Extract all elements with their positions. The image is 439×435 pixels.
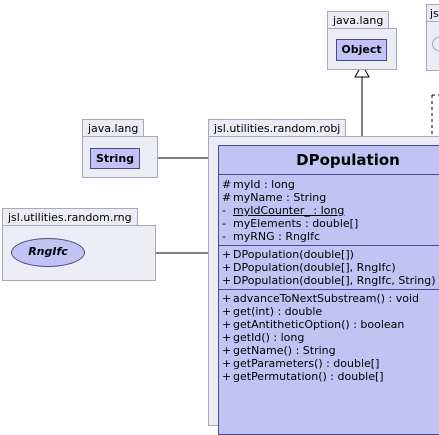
visibility-marker: - xyxy=(222,217,226,230)
attribute-text: myId : long xyxy=(233,178,295,191)
package-tab-partial-right: jsl xyxy=(426,4,439,22)
package-label: java.lang xyxy=(333,14,384,27)
method-text: get(int) : double xyxy=(233,305,323,318)
visibility-marker: + xyxy=(222,357,232,370)
visibility-marker: + xyxy=(222,370,232,383)
package-tab-rng: jsl.utilities.random.rng xyxy=(2,208,138,226)
attribute-text-static: myIdCounter_ : long xyxy=(233,204,345,217)
method-text: getName() : String xyxy=(233,344,336,357)
visibility-marker: - xyxy=(222,230,226,243)
constructor-row[interactable]: +DPopulation(double[]) xyxy=(219,248,439,261)
method-text: getAntitheticOption() : boolean xyxy=(233,318,405,331)
method-row[interactable]: +getPermutation() : double[] xyxy=(219,370,439,383)
class-object[interactable]: Object xyxy=(336,39,387,61)
methods-compartment: +advanceToNextSubstream() : void +get(in… xyxy=(219,290,439,385)
attribute-text: myRNG : RngIfc xyxy=(233,230,321,243)
attribute-row[interactable]: #myId : long xyxy=(219,178,439,191)
attributes-compartment: #myId : long #myName : String -myIdCount… xyxy=(219,175,439,245)
visibility-marker: + xyxy=(222,248,232,261)
attribute-row[interactable]: #myName : String xyxy=(219,191,439,204)
method-row[interactable]: +advanceToNextSubstream() : void xyxy=(219,292,439,305)
interface-rngifc[interactable]: RngIfc xyxy=(11,238,85,267)
compartment-divider xyxy=(219,289,439,290)
package-label: jsl xyxy=(430,7,439,20)
visibility-marker: + xyxy=(222,331,232,344)
method-row[interactable]: +getAntitheticOption() : boolean xyxy=(219,318,439,331)
visibility-marker: # xyxy=(222,191,232,204)
package-tab-java-lang-left: java.lang xyxy=(82,119,145,137)
visibility-marker: + xyxy=(222,305,232,318)
package-label: java.lang xyxy=(88,122,139,135)
visibility-marker: + xyxy=(222,261,232,274)
method-row[interactable]: +getName() : String xyxy=(219,344,439,357)
constructor-row[interactable]: +DPopulation(double[], RngIfc, String) xyxy=(219,274,439,287)
package-label: jsl.utilities.random.rng xyxy=(8,211,132,224)
constructor-text: DPopulation(double[], RngIfc) xyxy=(233,261,396,274)
visibility-marker: + xyxy=(222,318,232,331)
compartment-divider xyxy=(219,245,439,246)
attribute-text: myName : String xyxy=(233,191,327,204)
method-text: getPermutation() : double[] xyxy=(233,370,384,383)
package-label: jsl.utilities.random.robj xyxy=(214,122,341,135)
package-tab-robj: jsl.utilities.random.robj xyxy=(208,119,347,137)
visibility-marker: + xyxy=(222,274,232,287)
attribute-row[interactable]: -myElements : double[] xyxy=(219,217,439,230)
constructor-row[interactable]: +DPopulation(double[], RngIfc) xyxy=(219,261,439,274)
constructor-text: DPopulation(double[], RngIfc, String) xyxy=(233,274,436,287)
constructors-compartment: +DPopulation(double[]) +DPopulation(doub… xyxy=(219,246,439,289)
generalization-arrowhead xyxy=(354,62,370,78)
method-row[interactable]: +getParameters() : double[] xyxy=(219,357,439,370)
method-text: getParameters() : double[] xyxy=(233,357,380,370)
constructor-text: DPopulation(double[]) xyxy=(233,248,354,261)
attribute-text: myElements : double[] xyxy=(233,217,359,230)
method-text: advanceToNextSubstream() : void xyxy=(233,292,420,305)
visibility-marker: - xyxy=(222,204,226,217)
dependency-dashed-line xyxy=(431,94,439,145)
package-tab-java-lang-top: java.lang xyxy=(327,11,390,29)
interface-name: RngIfc xyxy=(28,245,68,258)
method-row[interactable]: +getId() : long xyxy=(219,331,439,344)
visibility-marker: + xyxy=(222,292,232,305)
attribute-row[interactable]: -myIdCounter_ : long xyxy=(219,204,439,217)
class-name: Object xyxy=(341,43,382,56)
visibility-marker: + xyxy=(222,344,232,357)
class-string[interactable]: String xyxy=(90,148,140,169)
method-text: getId() : long xyxy=(233,331,305,344)
class-dpopulation[interactable]: DPopulation #myId : long #myName : Strin… xyxy=(218,145,439,435)
compartment-divider xyxy=(219,174,439,175)
attribute-row[interactable]: -myRNG : RngIfc xyxy=(219,230,439,243)
method-row[interactable]: +get(int) : double xyxy=(219,305,439,318)
class-title: DPopulation xyxy=(296,151,400,169)
class-name: String xyxy=(95,152,135,165)
visibility-marker: # xyxy=(222,178,232,191)
